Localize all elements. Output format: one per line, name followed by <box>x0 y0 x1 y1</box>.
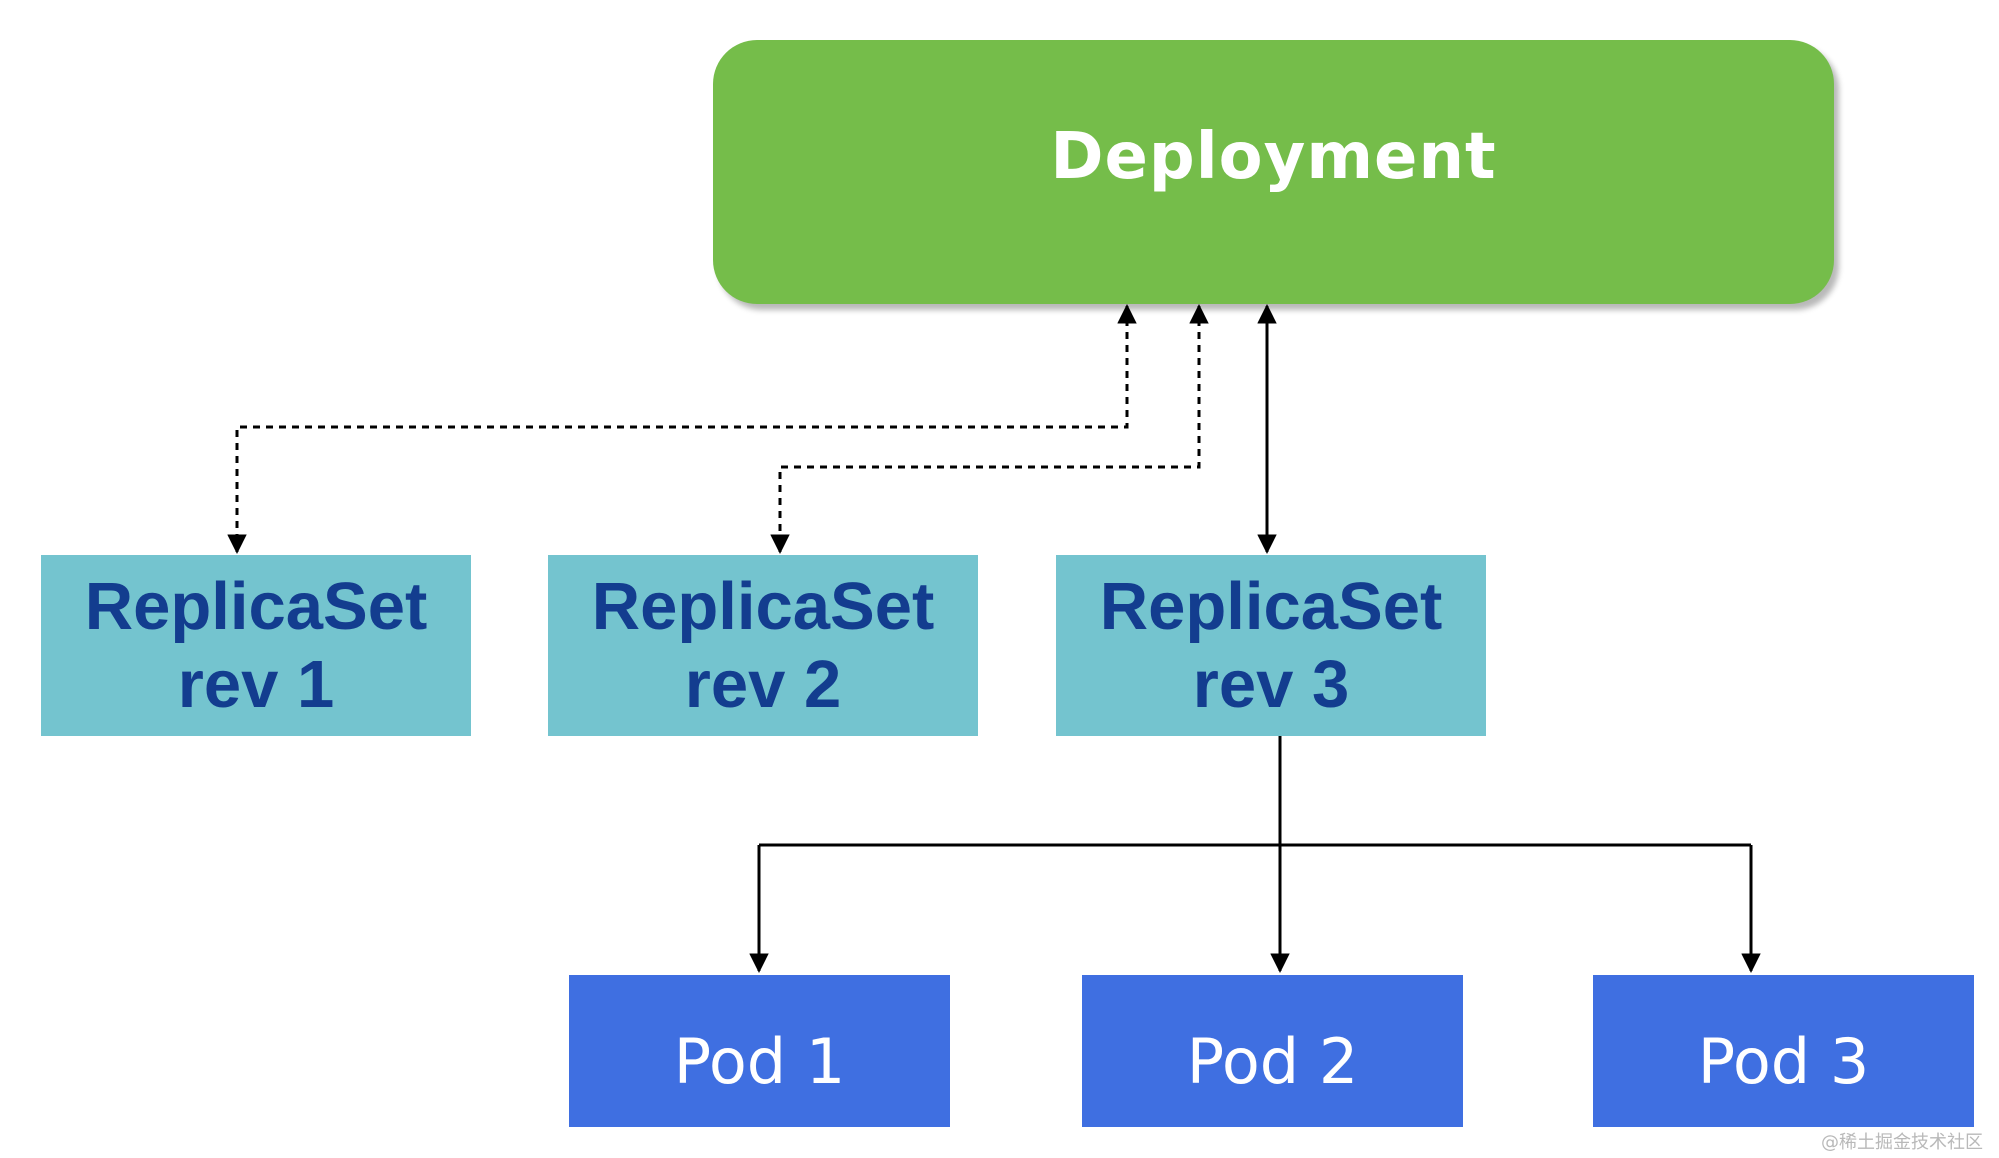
pod-3-label: Pod 3 <box>1697 1024 1870 1098</box>
pod-3-node: Pod 3 <box>1593 975 1974 1127</box>
replicaset-rev-2-node: ReplicaSet rev 2 <box>548 555 978 736</box>
deployment-node: Deployment <box>713 40 1834 304</box>
watermark-text: @稀土掘金技术社区 <box>1821 1132 1983 1153</box>
pod-2-label: Pod 2 <box>1186 1024 1359 1098</box>
replicaset-rev-2-name: ReplicaSet <box>591 568 935 644</box>
pod-1-label: Pod 1 <box>673 1024 846 1098</box>
replicaset-rev-2-rev: rev 2 <box>684 646 842 722</box>
replicaset-rev-1-rev: rev 1 <box>177 646 335 722</box>
pod-2-node: Pod 2 <box>1082 975 1463 1127</box>
deployment-label: Deployment <box>1050 120 1497 194</box>
edge-deployment-replicaset-rev-2 <box>770 304 1209 554</box>
replicaset-rev-3-node: ReplicaSet rev 3 <box>1056 555 1486 736</box>
pod-1-node: Pod 1 <box>569 975 950 1127</box>
edge-deployment-replicaset-rev-1 <box>227 304 1137 554</box>
replicaset-rev-3-rev: rev 3 <box>1192 646 1350 722</box>
replicaset-rev-3-name: ReplicaSet <box>1099 568 1443 644</box>
replicaset-rev-1-node: ReplicaSet rev 1 <box>41 555 471 736</box>
replicaset-rev-1-name: ReplicaSet <box>84 568 428 644</box>
